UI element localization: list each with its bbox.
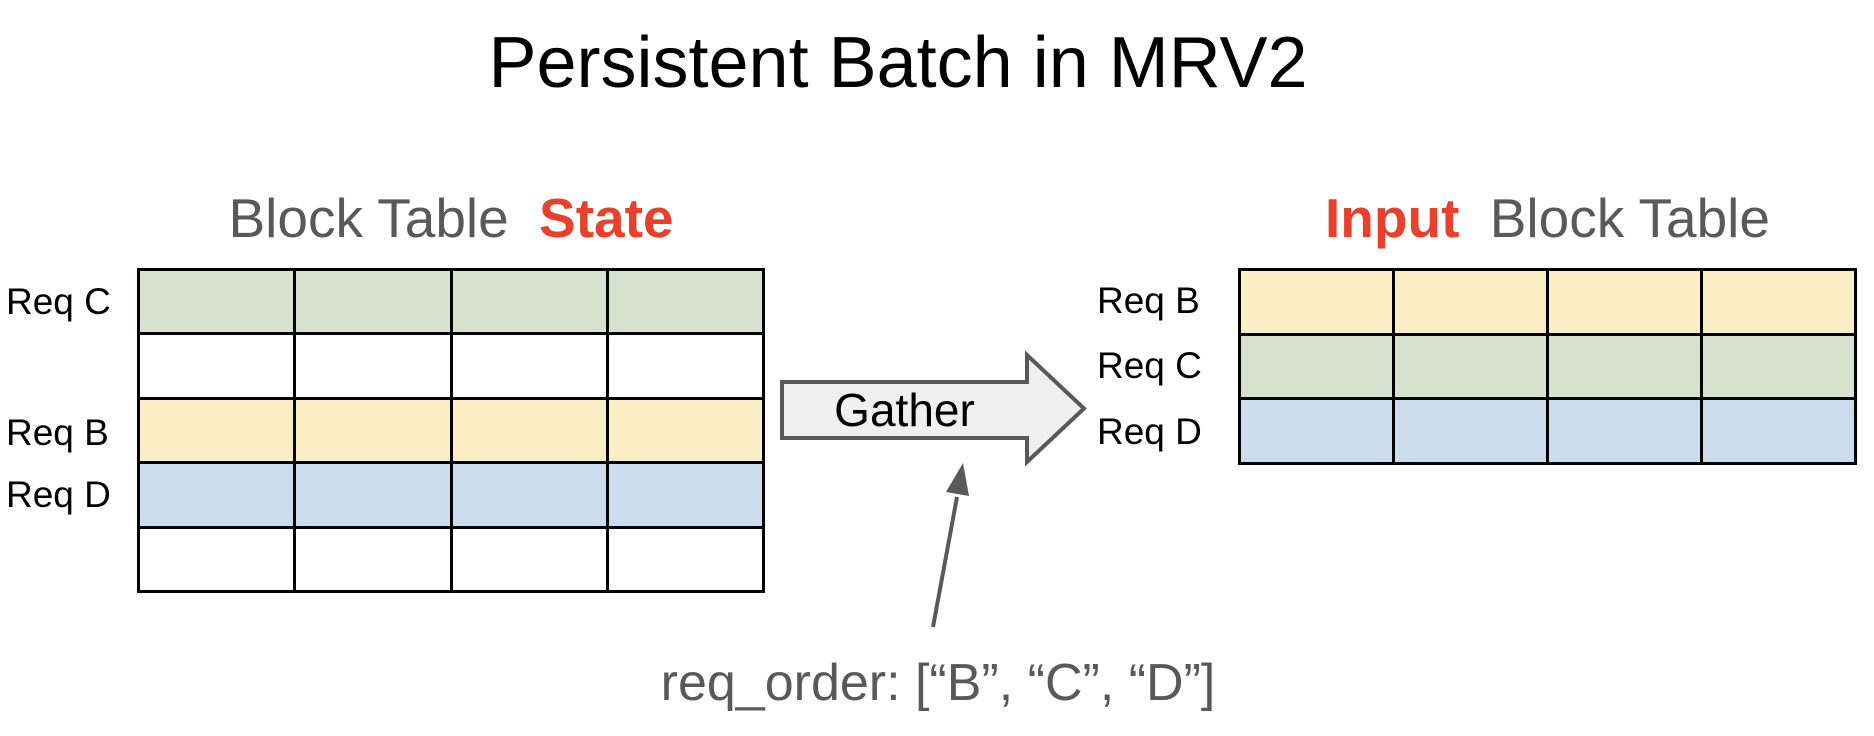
block-cell-blue (1241, 400, 1392, 462)
block-cell-green (608, 271, 762, 333)
block-cell-white (140, 528, 294, 590)
block-cell-yellow (1703, 271, 1854, 333)
block-cell-green (452, 271, 606, 333)
state-row-label-req-b: Req B (6, 412, 109, 453)
block-cell-yellow (1549, 271, 1700, 333)
state-heading-red-text: State (539, 187, 674, 249)
block-cell-yellow (1395, 271, 1546, 333)
block-cell-yellow (608, 399, 762, 462)
block-cell-white (296, 528, 450, 590)
state-row-label-req-d: Req D (6, 474, 111, 515)
block-cell-white (140, 335, 294, 397)
block-cell-green (1549, 335, 1700, 398)
block-cell-white (452, 528, 606, 590)
input-row-label-req-b: Req B (1097, 280, 1200, 321)
input-heading-red-text: Input (1325, 187, 1460, 249)
block-cell-yellow (140, 399, 294, 462)
block-cell-yellow (296, 399, 450, 462)
block-cell-blue (1549, 400, 1700, 462)
input-heading-gray-text: Block Table (1489, 187, 1770, 249)
state-heading-gray-text: Block Table (228, 187, 509, 249)
block-cell-white (296, 335, 450, 397)
input-row-label-req-c: Req C (1097, 345, 1202, 386)
state-block-table (137, 268, 765, 593)
state-row-label-req-c: Req C (6, 281, 111, 322)
req-order-annotation: req_order: [“B”, “C”, “D”] (660, 654, 1216, 712)
gather-arrow-label: Gather (834, 384, 975, 436)
input-table-heading: Input Block Table (1238, 187, 1857, 250)
block-cell-green (296, 271, 450, 333)
block-cell-green (1703, 335, 1854, 398)
block-cell-blue (608, 464, 762, 526)
block-cell-yellow (452, 399, 606, 462)
block-cell-white (452, 335, 606, 397)
block-cell-green (140, 271, 294, 333)
block-cell-yellow (1241, 271, 1392, 333)
block-cell-green (1241, 335, 1392, 398)
block-cell-blue (452, 464, 606, 526)
block-cell-blue (296, 464, 450, 526)
page-title: Persistent Batch in MRV2 (488, 23, 1308, 103)
gather-arrow-icon (780, 350, 1087, 467)
block-cell-white (608, 335, 762, 397)
block-cell-blue (140, 464, 294, 526)
block-cell-white (608, 528, 762, 590)
block-cell-blue (1703, 400, 1854, 462)
state-table-heading: Block Table State (137, 187, 765, 250)
pointer-arrow-icon (931, 463, 969, 628)
block-cell-green (1395, 335, 1546, 398)
block-cell-blue (1395, 400, 1546, 462)
input-row-label-req-d: Req D (1097, 411, 1202, 452)
input-block-table (1238, 268, 1857, 465)
